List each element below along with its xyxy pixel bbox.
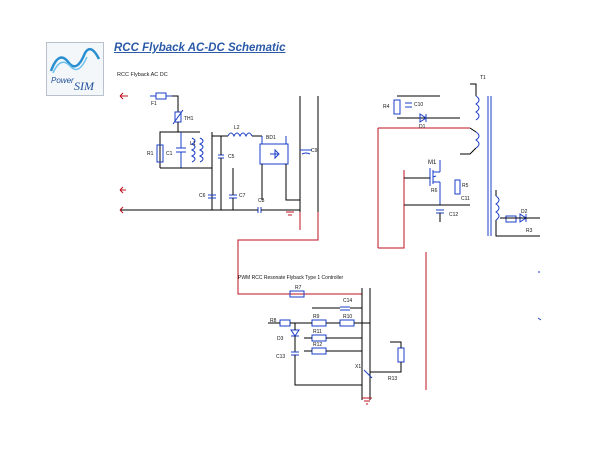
controller-block-label: PWM RCC Resonate Flyback Type 1 Controll…: [238, 275, 344, 281]
label-l2: L2: [234, 125, 240, 131]
label-r5: R5: [462, 183, 469, 189]
logo-text-power: Power: [51, 76, 74, 85]
label-th1: TH1: [184, 116, 194, 122]
transformer-t1: [475, 95, 500, 236]
label-c9: C9: [311, 148, 318, 154]
resistor-r1: [156, 144, 164, 163]
label-c6: C6: [199, 193, 206, 199]
fuse-f1: [150, 92, 172, 100]
label-c11: C11: [461, 196, 470, 202]
bridge-bd1: [259, 136, 289, 165]
label-r8: R8: [270, 318, 277, 324]
label-r6: R6: [431, 188, 438, 194]
ac-input-top: [119, 92, 128, 100]
label-t1: T1: [480, 75, 486, 81]
powersim-logo: Power SIM: [46, 42, 104, 96]
resistor-r13: [397, 347, 405, 363]
resistor-r7: [289, 290, 305, 298]
resistor-r5: [454, 179, 461, 195]
resistor-r8: [279, 319, 291, 327]
capacitor-c9: [300, 149, 312, 155]
mosfet-m1: [429, 160, 441, 205]
label-r12: R12: [313, 342, 322, 348]
label-m1: M1: [428, 160, 437, 166]
label-r4: R4: [383, 104, 390, 110]
label-r1: R1: [147, 151, 154, 157]
label-d3: D3: [277, 336, 284, 342]
resistor-r9: [311, 319, 327, 327]
label-c13: C13: [276, 354, 285, 360]
label-l1: L1: [190, 141, 196, 147]
label-r7: R7: [295, 285, 302, 291]
label-f1: F1: [151, 101, 157, 107]
label-r10: R10: [343, 314, 352, 320]
capacitor-c13: [291, 351, 299, 356]
inductor-l1: [190, 137, 204, 163]
capacitor-c14: [340, 306, 350, 311]
capacitor-c5: [218, 154, 224, 159]
label-d2: D2: [521, 209, 528, 215]
capacitor-c1: [176, 132, 186, 168]
thermistor-th1: [172, 109, 184, 125]
schematic-subtitle: RCC Flyback AC DC: [117, 72, 168, 78]
ground-symbol-2: [362, 397, 372, 405]
diode-d1: [419, 113, 427, 123]
capacitor-c6: [208, 194, 216, 199]
label-r9: R9: [313, 314, 320, 320]
inductor-l2: [227, 132, 253, 138]
resistor-r10: [339, 319, 355, 327]
resistor-r4: [393, 99, 401, 115]
capacitor-c8: [257, 207, 262, 213]
label-r11: R11: [313, 329, 322, 335]
label-c14: C14: [343, 298, 352, 304]
label-c5: C5: [228, 154, 235, 160]
label-c1: C1: [166, 151, 173, 157]
label-c12: C12: [449, 212, 458, 218]
label-c7: C7: [239, 193, 246, 199]
resistor-r11: [311, 334, 327, 342]
logo-wave-icon: [49, 47, 101, 74]
label-r13: R13: [388, 376, 397, 382]
capacitor-c12: [436, 209, 444, 214]
label-r3: R3: [526, 228, 533, 234]
label-bd1: BD1: [266, 135, 276, 141]
resistor-r12: [311, 347, 327, 355]
label-d1: D1: [419, 124, 426, 130]
switch-x1: [363, 369, 373, 379]
capacitor-c10: [405, 102, 412, 108]
page-title: RCC Flyback AC-DC Schematic: [114, 42, 286, 54]
capacitor-c7: [229, 194, 237, 199]
label-x1: X1: [355, 364, 361, 370]
logo-text-sim: SIM: [74, 79, 94, 93]
label-c10: C10: [414, 102, 423, 108]
diode-d3: [290, 329, 300, 337]
resistor-r3: [505, 215, 517, 223]
ground-symbol-1: [286, 211, 294, 216]
label-c8: C8: [258, 198, 265, 204]
